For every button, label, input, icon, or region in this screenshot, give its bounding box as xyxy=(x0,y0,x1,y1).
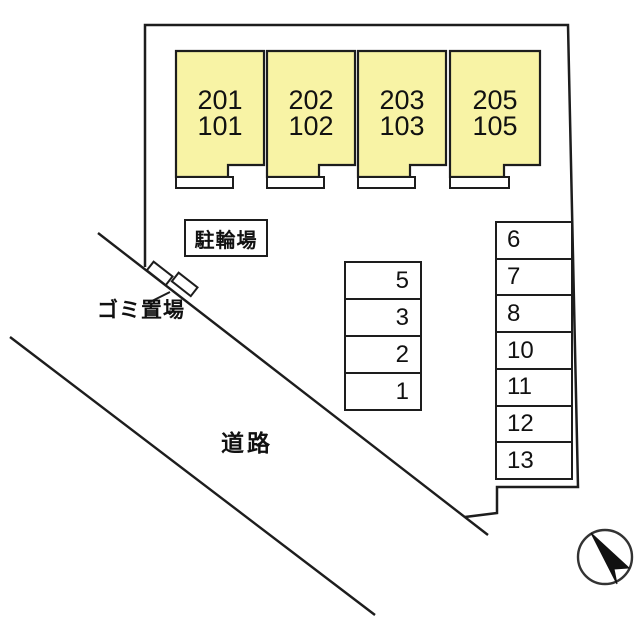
parking-space-13: 13 xyxy=(497,441,571,478)
unit-upper-number: 201 xyxy=(197,85,243,115)
parking-space-7: 7 xyxy=(497,257,571,295)
garbage-area-label: ゴミ置場 xyxy=(97,299,185,322)
building-unit-202-label: 202 102 xyxy=(267,86,355,140)
entrance-step-203 xyxy=(357,176,416,189)
garbage-leader-line xyxy=(149,291,171,303)
unit-upper-number: 202 xyxy=(288,85,334,115)
unit-upper-number: 203 xyxy=(379,85,425,115)
parking-space-1: 1 xyxy=(346,372,420,409)
parking-column-middle: 5 3 2 1 xyxy=(344,261,422,411)
parking-space-2: 2 xyxy=(346,335,420,372)
entrance-step-205 xyxy=(449,176,510,189)
road-edge-lower xyxy=(9,336,376,616)
parking-column-right: 6 7 8 10 11 12 13 xyxy=(495,221,573,480)
parking-space-8: 8 xyxy=(497,294,571,331)
site-boundary-line xyxy=(143,23,580,519)
parking-space-11: 11 xyxy=(497,367,571,405)
building-unit-203-label: 203 103 xyxy=(358,86,446,140)
unit-lower-number: 102 xyxy=(288,111,334,141)
bicycle-parking-label: 駐輪場 xyxy=(184,219,268,257)
unit-lower-number: 105 xyxy=(472,111,518,141)
unit-lower-number: 103 xyxy=(379,111,425,141)
unit-lower-number: 101 xyxy=(197,111,243,141)
road-label: 道路 xyxy=(221,430,273,456)
parking-space-12: 12 xyxy=(497,404,571,442)
entrance-step-201 xyxy=(175,176,234,189)
parking-space-6: 6 xyxy=(507,226,521,254)
parking-space-5: 5 xyxy=(395,266,409,294)
garbage-bin-icon xyxy=(145,260,199,303)
north-arrow-icon xyxy=(576,528,634,586)
building-unit-205-label: 205 105 xyxy=(450,86,540,140)
entrance-step-202 xyxy=(266,176,325,189)
unit-upper-number: 205 xyxy=(472,85,518,115)
parking-space-3: 3 xyxy=(346,298,420,335)
parking-space-10: 10 xyxy=(497,331,571,368)
building-unit-201-label: 201 101 xyxy=(176,86,264,140)
